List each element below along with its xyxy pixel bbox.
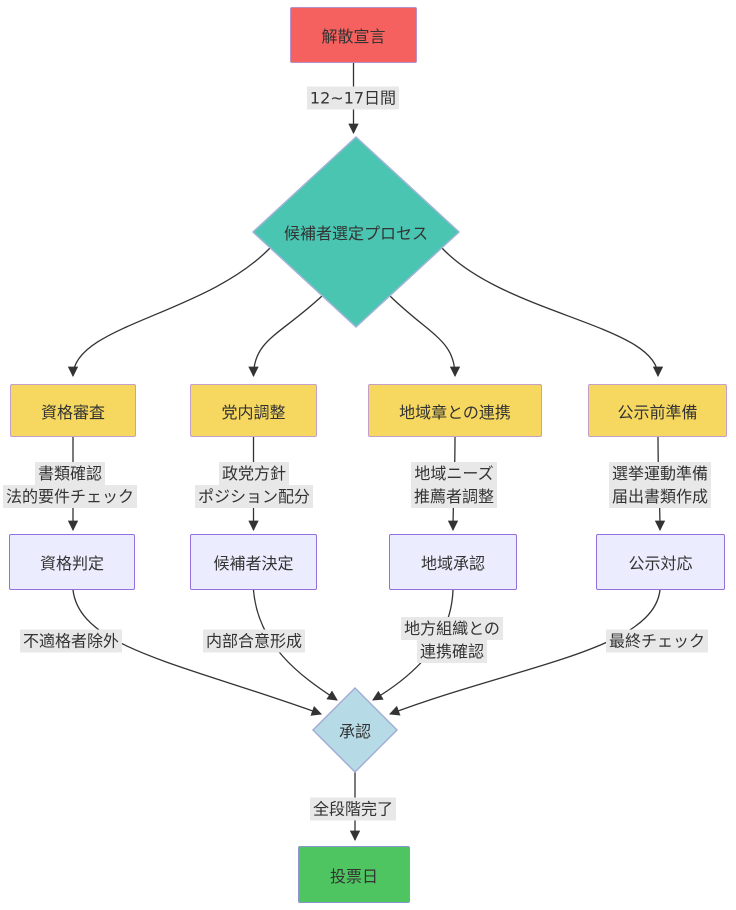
edge-label-all-stages-done: 全段階完了: [309, 797, 397, 821]
node-qualification-decision: 資格判定: [9, 534, 135, 590]
node-selection-process-label: 候補者選定プロセス: [283, 224, 429, 243]
edge-label-regional: 地域ニーズ 推薦者調整: [410, 462, 498, 508]
node-voting-day: 投票日: [298, 846, 410, 903]
edge-selection-to-qualification: [67, 247, 271, 378]
node-final-approval-shape: [311, 686, 399, 774]
edge-label-duration: 12~17日間: [306, 86, 400, 110]
edge-decision-to-final-approval: [72, 589, 322, 716]
edge-label-final-check: 最終チェック: [605, 629, 709, 653]
edge-selection-to-prep: [441, 247, 664, 378]
node-regional-liaison: 地域章との連携: [368, 384, 542, 437]
node-regional-approval: 地域承認: [389, 534, 517, 590]
edge-handling-to-final-approval: [389, 589, 661, 716]
node-final-approval-label: 承認: [338, 722, 372, 741]
node-selection-process-shape: [251, 135, 461, 329]
node-dissolution: 解散宣言: [290, 7, 417, 63]
node-party-coordination: 党内調整: [190, 384, 317, 437]
edge-label-consensus: 内部合意形成: [202, 629, 306, 653]
node-qualification-review: 資格審査: [10, 384, 136, 437]
edge-label-party: 政党方針 ポジション配分: [194, 462, 314, 508]
node-pre-announcement-prep: 公示前準備: [588, 384, 727, 437]
node-candidate-decision: 候補者決定: [190, 534, 317, 590]
edge-candidate-to-final-approval: [252, 589, 338, 701]
edge-selection-to-regional: [389, 295, 461, 378]
edge-label-local-org: 地方組織との 連携確認: [401, 617, 503, 663]
edge-selection-to-party: [248, 295, 323, 378]
edge-label-prep: 選挙運動準備 届出書類作成: [608, 462, 712, 508]
node-announcement-handling: 公示対応: [596, 534, 725, 590]
edge-label-exclusion: 不適格者除外: [19, 629, 123, 653]
edge-label-qualification: 書類確認 法的要件チェック: [2, 462, 138, 508]
